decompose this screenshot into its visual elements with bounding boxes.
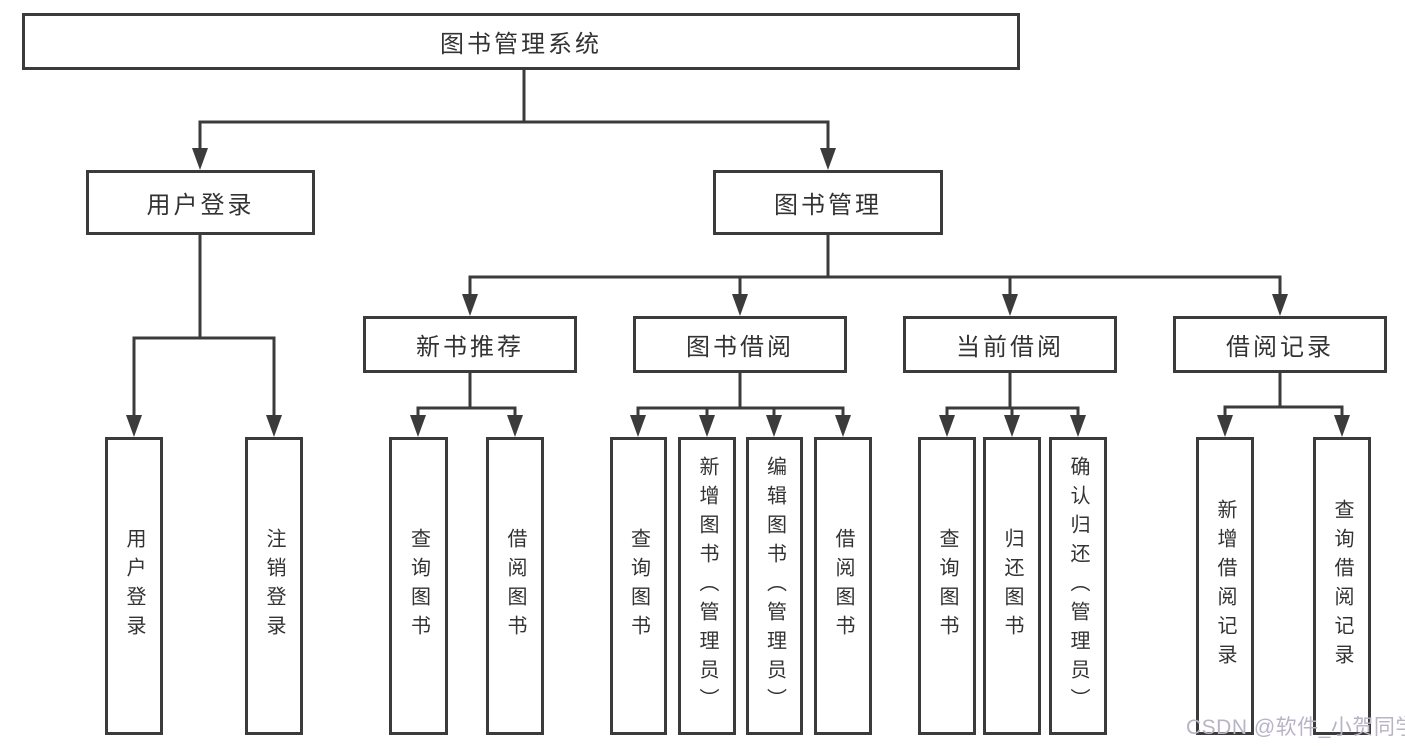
node-library-management-system: 图书管理系统 [22,13,1020,70]
leaf-edit-book-admin-label: 编辑图书（管理员） [763,455,786,717]
leaf-query-borrow-record-label: 查询借阅记录 [1331,499,1353,673]
leaf-add-book-admin-label: 新增图书（管理员） [696,455,718,717]
node-current-borrowing-label: 当前借阅 [956,334,1064,361]
connector-borrow-records-to-leaves [1217,371,1350,437]
node-current-borrowing: 当前借阅 [903,316,1117,373]
leaf-confirm-return-admin: 确认归还（管理员） [1049,437,1107,735]
node-book-borrowing-label: 图书借阅 [686,334,794,361]
connector-root-to-level2 [192,68,836,170]
node-new-book-recommendation: 新书推荐 [363,316,577,373]
leaf-user-login: 用户登录 [105,437,163,735]
leaf-user-login-label: 用户登录 [123,528,145,644]
connector-book-borrow-to-leaves [630,371,851,437]
leaf-query-books-current-label: 查询图书 [936,528,958,644]
leaf-return-book: 归还图书 [983,437,1041,735]
connector-new-book-to-leaves [410,371,523,437]
connector-user-login-to-leaves [126,233,282,437]
leaf-borrow-books-recommend: 借阅图书 [486,437,544,735]
leaf-borrow-books: 借阅图书 [814,437,872,735]
leaf-add-borrow-record: 新增借阅记录 [1196,437,1254,735]
node-user-login: 用户登录 [86,170,315,235]
leaf-borrow-books-label: 借阅图书 [832,528,854,644]
csdn-watermark: CSDN @软件_小贺同学 [1186,716,1405,739]
node-user-login-label: 用户登录 [146,192,255,219]
leaf-query-books-borrow: 查询图书 [610,437,667,735]
node-borrowing-records-label: 借阅记录 [1226,334,1334,361]
leaf-return-book-label: 归还图书 [1001,528,1023,644]
node-borrowing-records: 借阅记录 [1173,316,1387,373]
leaf-add-borrow-record-label: 新增借阅记录 [1214,499,1236,673]
node-library-management-system-label: 图书管理系统 [440,31,602,58]
leaf-add-book-admin: 新增图书（管理员） [678,437,736,735]
leaf-logout-label: 注销登录 [263,528,285,644]
leaf-confirm-return-admin-label: 确认归还（管理员） [1067,455,1089,717]
leaf-query-borrow-record: 查询借阅记录 [1313,437,1371,735]
node-book-borrowing: 图书借阅 [633,316,847,373]
node-book-management-label: 图书管理 [774,192,882,219]
leaf-query-books-current: 查询图书 [918,437,976,735]
node-book-management: 图书管理 [713,170,943,235]
leaf-logout: 注销登录 [245,437,303,735]
leaf-borrow-books-recommend-label: 借阅图书 [504,528,526,644]
leaf-query-books-recommend-label: 查询图书 [407,528,430,644]
leaf-edit-book-admin: 编辑图书（管理员） [746,437,803,735]
leaf-query-books-borrow-label: 查询图书 [627,528,650,644]
node-new-book-recommendation-label: 新书推荐 [416,334,524,361]
connector-current-borrow-to-leaves [939,371,1086,437]
connector-book-management-to-level3 [462,233,1288,316]
leaf-query-books-recommend: 查询图书 [389,437,448,735]
